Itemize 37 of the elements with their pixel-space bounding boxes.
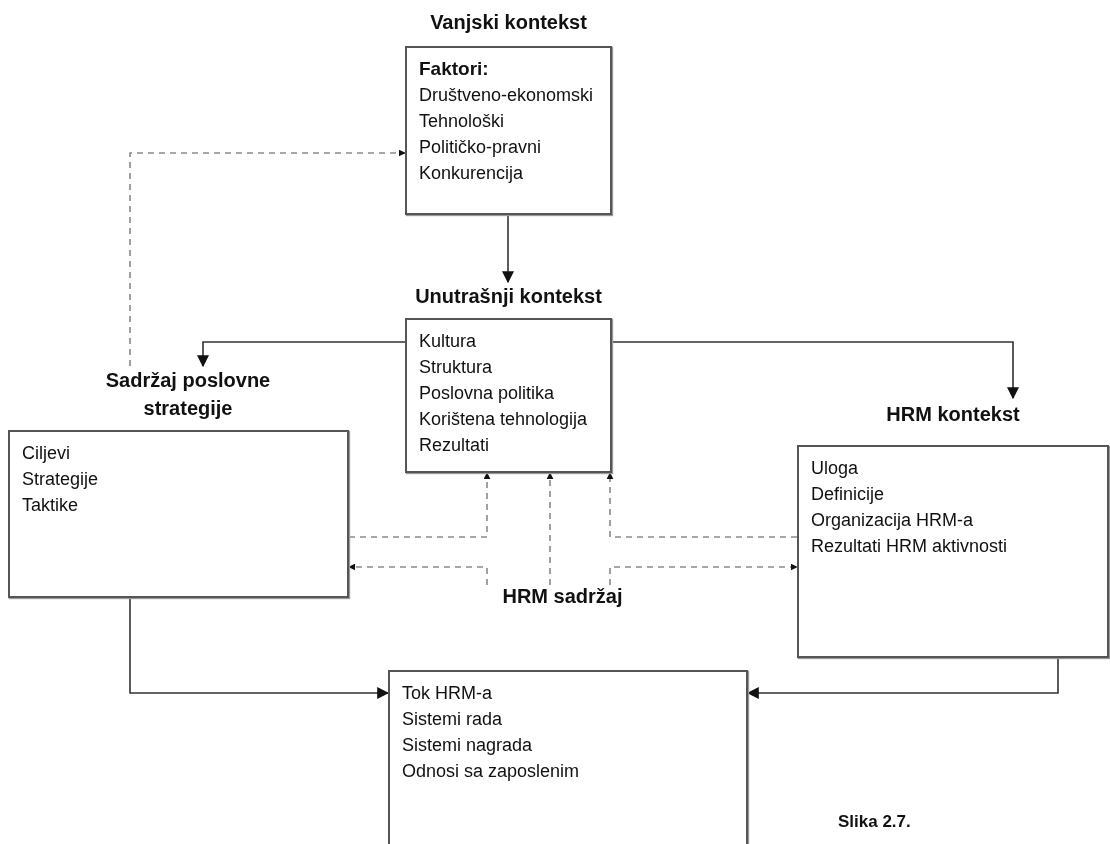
list-item: Rezultati xyxy=(419,434,491,457)
dashed-arrow xyxy=(348,563,488,586)
arrow xyxy=(611,341,1019,400)
list-item: Faktori: xyxy=(419,57,490,81)
list-item: Konkurencija xyxy=(419,162,525,185)
arrow xyxy=(129,597,390,699)
list-item: Sistemi nagrada xyxy=(402,734,534,757)
list-item: Tehnološki xyxy=(419,110,506,133)
node-label: HRM sadržaj xyxy=(501,585,624,608)
list-item: Društveno-ekonomski xyxy=(419,84,595,107)
list-item: Korištena tehnologija xyxy=(419,408,589,431)
list-item: Kultura xyxy=(419,330,478,353)
list-item: Odnosi sa zaposlenim xyxy=(402,760,581,783)
list-item: Poslovna politika xyxy=(419,382,556,405)
list-item: Struktura xyxy=(419,356,494,379)
box-heading: Vanjski kontekst xyxy=(429,10,588,35)
list-item: Definicije xyxy=(811,483,886,506)
list-item: Uloga xyxy=(811,457,860,480)
box-heading: HRM kontekst xyxy=(885,402,1021,427)
box-heading: Sadržaj poslovne strategije xyxy=(104,368,272,421)
list-item: Taktike xyxy=(22,494,80,517)
list-item: Tok HRM-a xyxy=(402,682,493,705)
list-item: Organizacija HRM-a xyxy=(811,509,975,532)
arrow xyxy=(502,214,514,284)
dashed-arrow xyxy=(606,472,798,538)
list-item: Sistemi rada xyxy=(402,708,504,731)
arrow xyxy=(197,341,406,368)
dashed-arrow xyxy=(129,149,406,367)
list-item: Strategije xyxy=(22,468,100,491)
dashed-arrow xyxy=(609,563,798,586)
dashed-arrow xyxy=(546,472,554,586)
box-heading: Unutrašnji kontekst xyxy=(414,284,603,309)
dashed-arrow xyxy=(348,472,491,538)
list-item: Ciljevi xyxy=(22,442,71,465)
figure-caption: Slika 2.7. xyxy=(838,812,911,832)
list-item: Političko-pravni xyxy=(419,136,543,159)
list-item: Rezultati HRM aktivnosti xyxy=(811,535,1009,558)
